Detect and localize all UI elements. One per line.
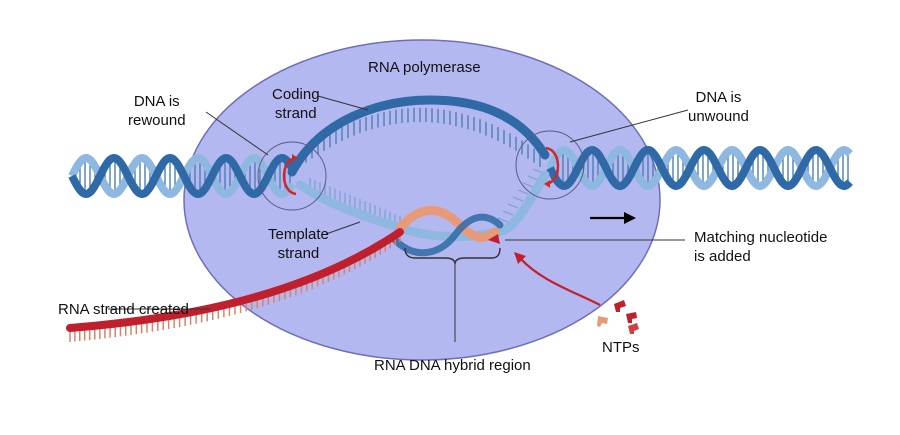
leader-lines (108, 95, 689, 342)
unwind-site (515, 130, 585, 200)
hybrid-bracket (404, 247, 501, 265)
ntp-molecules (597, 300, 639, 334)
direction-arrow-icon (590, 212, 636, 224)
rna-dna-hybrid-helix (391, 205, 504, 257)
template-strand (295, 168, 550, 242)
rewind-site (257, 141, 327, 211)
dna-helix-right (546, 145, 853, 191)
dna-helix-left (68, 153, 296, 199)
label-template-strand: Template strand (268, 226, 329, 262)
coding-strand (287, 95, 550, 177)
rna-polymerase-body (183, 39, 661, 361)
label-coding-strand: Coding strand (272, 86, 320, 122)
label-dna-unwound: DNA is unwound (688, 89, 749, 125)
ntp-insertion-arrow-icon (514, 252, 601, 306)
label-rna-dna-hybrid: RNA DNA hybrid region (374, 357, 531, 374)
label-dna-rewound: DNA is rewound (128, 93, 186, 129)
added-nucleotide (488, 234, 500, 244)
label-matching-nucleotide: Matching nucleotide is added (694, 229, 828, 265)
rna-strand (66, 228, 404, 342)
label-ntps: NTPs (602, 339, 640, 356)
label-rna-polymerase: RNA polymerase (368, 59, 481, 76)
label-rna-strand-created: RNA strand created (58, 301, 189, 318)
